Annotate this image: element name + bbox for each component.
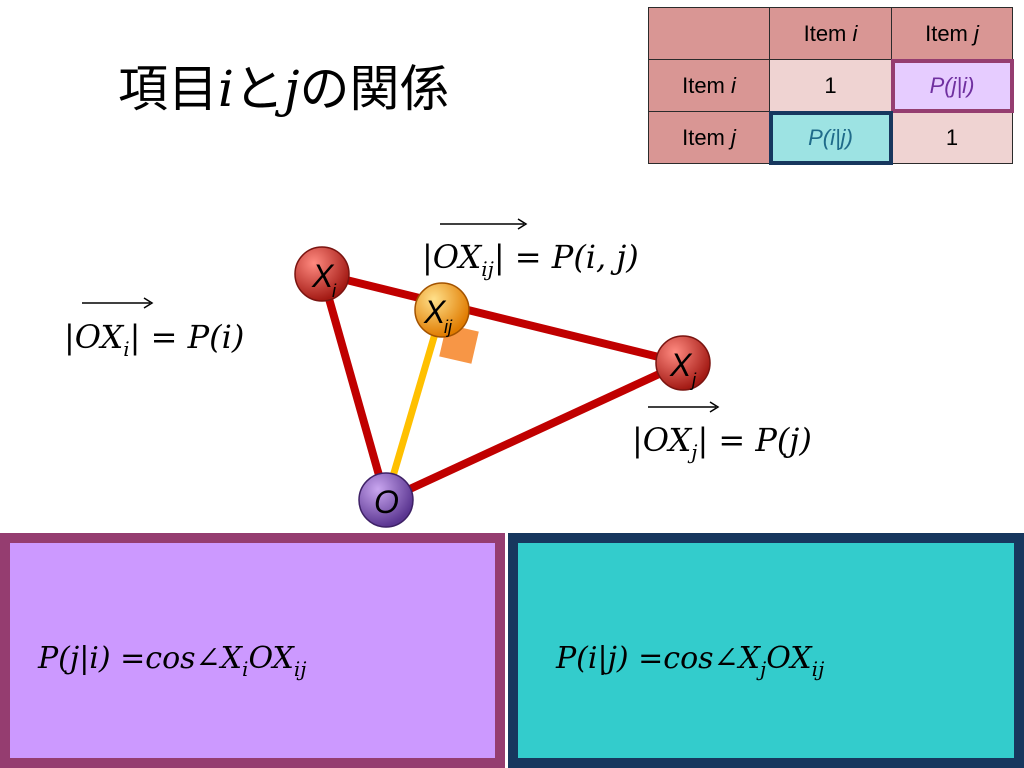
table-cell-ii: 1 [769, 59, 892, 112]
table-header-item-i: Item i [769, 7, 892, 60]
label-oxij: |OXij| = P(i, j) [422, 218, 639, 281]
table-cell-jj: 1 [891, 111, 1013, 164]
label-oxij-text: |OXij| = P(i, j) [422, 238, 639, 281]
node-origin: O [358, 472, 414, 528]
node-xj-sub: j [689, 370, 697, 390]
title-var-i: i [218, 60, 234, 118]
node-xij: X ij [414, 282, 470, 338]
node-xj: X j [655, 335, 711, 391]
node-xij-label: X [423, 294, 447, 330]
label-oxj: |OXj| = P(j) [632, 401, 812, 464]
formula-p-i-given-j: P(i|j) =cos∠XjOXij [556, 641, 825, 681]
projection-o-xij [382, 309, 446, 501]
title-text-2: と [234, 60, 284, 118]
edge-o-xj [384, 359, 685, 504]
formula-p-j-given-i: P(j|i) =cos∠XiOXij [38, 641, 307, 681]
title-var-j: j [284, 60, 300, 118]
relation-table: Item i Item j Item i 1 P(j|i) Item j P(i… [648, 7, 1014, 165]
node-origin-label: O [374, 484, 399, 520]
node-xj-label: X [669, 347, 693, 383]
table-row: Item j P(i|j) 1 [648, 110, 1013, 165]
table-cell-p-i-given-j: P(i|j) [768, 110, 893, 165]
title-text-1: 項目 [118, 60, 218, 118]
title-text-3: の関係 [299, 60, 450, 118]
slide-title: 項目iとjの関係 [118, 52, 450, 126]
table-row: Item i 1 P(j|i) [648, 58, 1014, 113]
table-header-row: Item i Item j [648, 7, 1013, 60]
edge-xi-xj [321, 270, 684, 367]
label-oxi: |OXi| = P(i) [64, 297, 244, 361]
node-xi-label: X [311, 258, 335, 294]
panel-p-j-given-i: P(j|i) =cos∠XiOXij [0, 533, 505, 768]
edge-o-xi [318, 272, 390, 502]
node-xij-sub: ij [444, 317, 453, 337]
table-cell-p-j-given-i: P(j|i) [890, 58, 1014, 113]
node-xi: X i [294, 246, 350, 302]
table-header-item-j: Item j [891, 7, 1013, 60]
label-oxj-text: |OXj| = P(j) [632, 421, 812, 464]
panel-p-i-given-j: P(i|j) =cos∠XjOXij [508, 533, 1024, 768]
table-corner-cell [648, 7, 770, 60]
node-xi-sub: i [332, 281, 337, 301]
label-oxi-text: |OXi| = P(i) [64, 318, 244, 361]
